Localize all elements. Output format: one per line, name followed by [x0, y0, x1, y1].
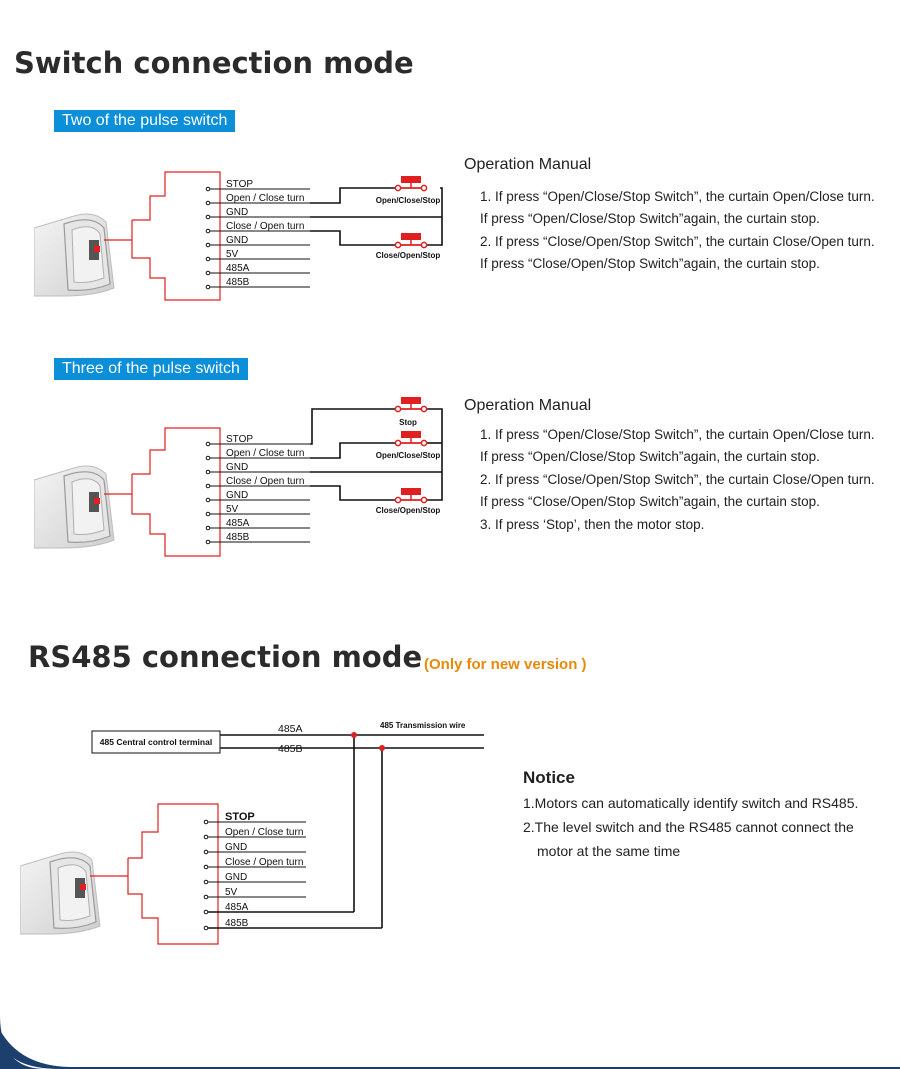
- d2-terminal-open-close: Open / Close turn: [226, 448, 304, 459]
- d1-terminal-485b: 485B: [226, 277, 250, 288]
- notice-line-2: 2.The level switch and the RS485 cannot …: [523, 819, 854, 835]
- d2-terminal-gnd-1: GND: [226, 462, 248, 473]
- version-note: (Only for new version ): [424, 656, 587, 673]
- d1-terminal-5v: 5V: [226, 249, 239, 260]
- motor-image-3: [20, 851, 101, 935]
- manual-1-step-4: If press “Close/Open/Stop Switch”again, …: [480, 256, 820, 271]
- diagram-rs485: 485 Central control terminal 485A 485B 4…: [20, 721, 484, 945]
- central-terminal-box: [91, 730, 221, 754]
- d2-switch-label-stop: Stop: [399, 418, 417, 427]
- r-terminal-gnd-1: GND: [225, 842, 247, 853]
- d1-terminal-485a: 485A: [226, 263, 250, 274]
- d2-switch-label-open-close: Open/Close/Stop: [376, 451, 441, 460]
- d1-pushbutton-1: [394, 176, 428, 192]
- notice-title: Notice: [523, 768, 575, 787]
- d2-terminal-stop: STOP: [226, 434, 253, 445]
- d2-terminal-485a: 485A: [226, 518, 250, 529]
- d1-terminal-gnd-1: GND: [226, 207, 248, 218]
- d1-terminal-gnd-2: GND: [226, 235, 248, 246]
- d2-terminal-5v: 5V: [226, 504, 239, 515]
- bus-label-485b: 485B: [278, 743, 303, 755]
- manual-2-step-5: 3. If press ‘Stop’, then the motor stop.: [480, 517, 705, 532]
- manual-1-step-3: 2. If press “Close/Open/Stop Switch”, th…: [480, 234, 875, 249]
- r-terminal-485a: 485A: [225, 902, 249, 913]
- manual-2-step-2: If press “Open/Close/Stop Switch”again, …: [480, 449, 820, 464]
- motor-image-1: [34, 213, 115, 297]
- d2-terminal-close-open: Close / Open turn: [226, 476, 304, 487]
- diagram-two-switch: STOP Open / Close turn GND Close / Open …: [34, 171, 443, 301]
- d1-terminal-stop: STOP: [226, 179, 253, 190]
- r-terminal-stop: STOP: [225, 811, 255, 823]
- diagram-three-switch: STOP Open / Close turn GND Close / Open …: [34, 397, 443, 557]
- notice-line-3: motor at the same time: [537, 843, 681, 859]
- manual-title-1: Operation Manual: [464, 156, 592, 173]
- d2-pushbutton-open-close: [394, 431, 428, 447]
- r-terminal-close-open: Close / Open turn: [225, 857, 303, 868]
- d2-pushbutton-close-open: [394, 488, 428, 504]
- bus-label-485a: 485A: [278, 723, 303, 735]
- d1-terminal-open-close: Open / Close turn: [226, 193, 304, 204]
- d2-terminal-gnd-2: GND: [226, 490, 248, 501]
- r-terminal-gnd-2: GND: [225, 872, 247, 883]
- manual-2-step-4: If press “Close/Open/Stop Switch”again, …: [480, 494, 820, 509]
- badge-three-pulse-switch: Three of the pulse switch: [54, 358, 248, 380]
- central-terminal-label: 485 Central control terminal: [100, 737, 212, 747]
- section-title-switch: Switch connection mode: [14, 46, 414, 80]
- manual-1-step-2: If press “Open/Close/Stop Switch”again, …: [480, 211, 820, 226]
- d2-pushbutton-stop: [394, 397, 428, 413]
- motor-image-2: [34, 465, 115, 549]
- manual-1-step-1: 1. If press “Open/Close/Stop Switch”, th…: [480, 189, 875, 204]
- section-title-rs485: RS485 connection mode: [28, 640, 423, 674]
- manual-2-step-3: 2. If press “Close/Open/Stop Switch”, th…: [480, 472, 875, 487]
- d1-pushbutton-2: [394, 233, 428, 249]
- notice-line-1: 1.Motors can automatically identify swit…: [523, 795, 859, 811]
- badge-two-pulse-switch: Two of the pulse switch: [54, 110, 236, 132]
- manual-2-step-1: 1. If press “Open/Close/Stop Switch”, th…: [480, 427, 875, 442]
- bottom-bar: [0, 1030, 900, 1069]
- r-terminal-5v: 5V: [225, 887, 238, 898]
- r-terminal-485b: 485B: [225, 918, 249, 929]
- d2-terminal-485b: 485B: [226, 532, 250, 543]
- d1-terminal-close-open: Close / Open turn: [226, 221, 304, 232]
- manual-title-2: Operation Manual: [464, 397, 592, 414]
- d2-switch-label-close-open: Close/Open/Stop: [376, 506, 441, 515]
- d1-switch-label-1: Open/Close/Stop: [376, 196, 441, 205]
- d1-switch-label-2: Close/Open/Stop: [376, 251, 441, 260]
- r-terminal-open-close: Open / Close turn: [225, 827, 303, 838]
- wire-label: 485 Transmission wire: [380, 721, 466, 730]
